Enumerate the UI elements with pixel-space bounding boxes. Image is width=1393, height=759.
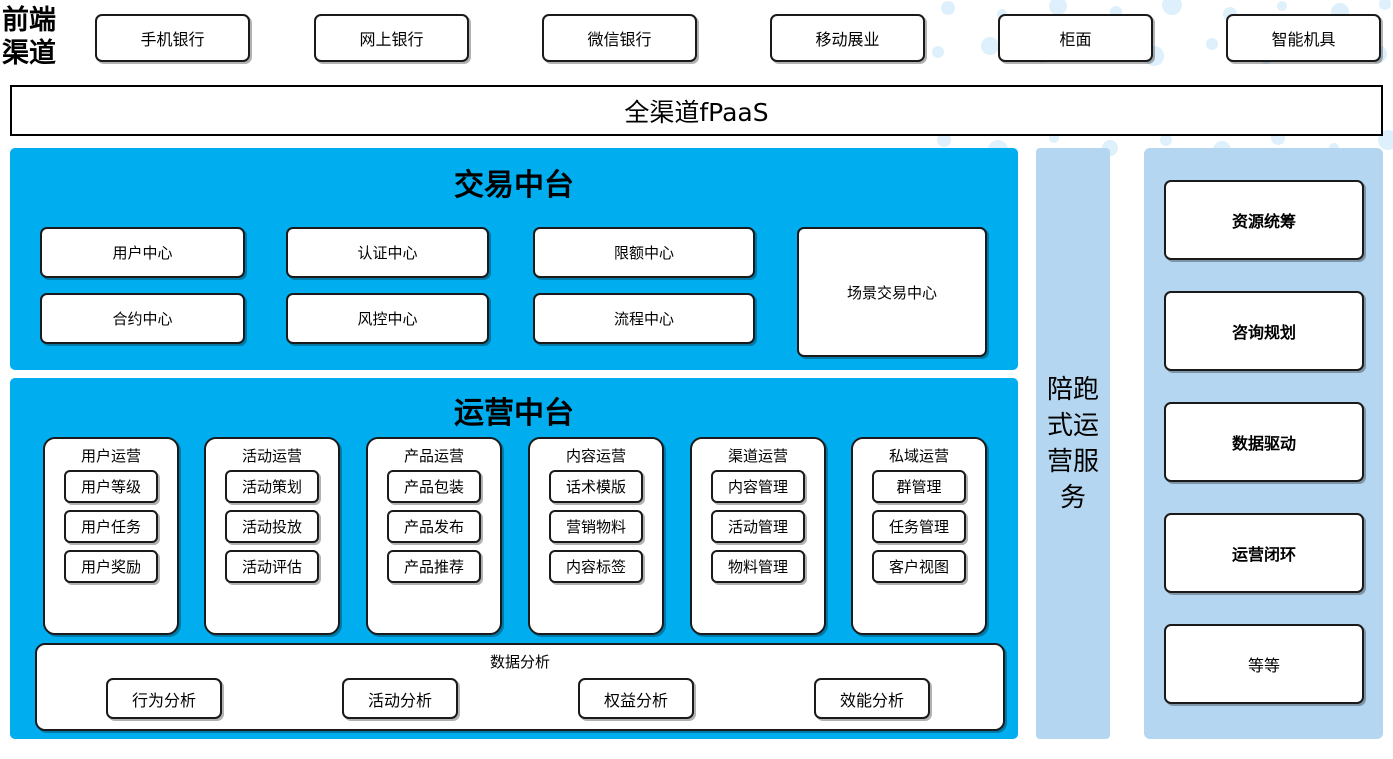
fpaas-label: 全渠道fPaaS bbox=[624, 97, 769, 127]
channel-box-wechat-bank[interactable]: 微信银行 bbox=[542, 14, 697, 62]
op-item[interactable]: 产品推荐 bbox=[387, 550, 481, 583]
service-capability-panel: 资源统筹 咨询规划 数据驱动 运营闭环 等等 bbox=[1144, 148, 1383, 739]
trading-box-contract-center[interactable]: 合约中心 bbox=[40, 293, 245, 344]
op-column-campaign-operations[interactable]: 活动运营 活动策划 活动投放 活动评估 bbox=[204, 437, 340, 635]
op-item[interactable]: 营销物料 bbox=[549, 510, 643, 543]
operations-platform-title: 运营中台 bbox=[454, 396, 574, 431]
service-item-operation-closed-loop[interactable]: 运营闭环 bbox=[1164, 513, 1364, 593]
op-item[interactable]: 活动策划 bbox=[225, 470, 319, 503]
trading-box-user-center[interactable]: 用户中心 bbox=[40, 227, 245, 278]
service-item-resource-coordination[interactable]: 资源统筹 bbox=[1164, 180, 1364, 260]
op-column-title: 产品运营 bbox=[403, 447, 464, 465]
channel-box-online-bank[interactable]: 网上银行 bbox=[314, 14, 469, 62]
op-column-title: 私域运营 bbox=[888, 447, 949, 465]
data-analysis-item-behavior[interactable]: 行为分析 bbox=[106, 678, 222, 719]
op-item[interactable]: 活动评估 bbox=[225, 550, 319, 583]
op-column-private-domain-operations[interactable]: 私域运营 群管理 任务管理 客户视图 bbox=[851, 437, 987, 635]
op-item[interactable]: 产品包装 bbox=[387, 470, 481, 503]
op-item[interactable]: 活动投放 bbox=[225, 510, 319, 543]
op-item[interactable]: 客户视图 bbox=[872, 550, 966, 583]
op-item[interactable]: 物料管理 bbox=[711, 550, 805, 583]
front-end-channel-row: 前端渠道 手机银行 网上银行 微信银行 移动展业 柜面 智能机具 bbox=[0, 0, 1393, 78]
op-item[interactable]: 用户任务 bbox=[64, 510, 158, 543]
op-item[interactable]: 任务管理 bbox=[872, 510, 966, 543]
data-analysis-item-benefit[interactable]: 权益分析 bbox=[578, 678, 694, 719]
op-column-channel-operations[interactable]: 渠道运营 内容管理 活动管理 物料管理 bbox=[690, 437, 826, 635]
op-item[interactable]: 活动管理 bbox=[711, 510, 805, 543]
op-item[interactable]: 话术模版 bbox=[549, 470, 643, 503]
trading-platform-title: 交易中台 bbox=[454, 168, 574, 203]
op-item[interactable]: 用户奖励 bbox=[64, 550, 158, 583]
op-column-content-operations[interactable]: 内容运营 话术模版 营销物料 内容标签 bbox=[528, 437, 664, 635]
service-item-consulting-planning[interactable]: 咨询规划 bbox=[1164, 291, 1364, 371]
op-column-user-operations[interactable]: 用户运营 用户等级 用户任务 用户奖励 bbox=[43, 437, 179, 635]
op-column-title: 用户运营 bbox=[80, 447, 141, 465]
channel-box-smart-machine[interactable]: 智能机具 bbox=[1226, 14, 1381, 62]
op-item[interactable]: 产品发布 bbox=[387, 510, 481, 543]
trading-box-risk-center[interactable]: 风控中心 bbox=[286, 293, 489, 344]
trading-box-limit-center[interactable]: 限额中心 bbox=[533, 227, 755, 278]
service-strip-label: 陪跑式运营服务 bbox=[1046, 374, 1099, 513]
data-analysis-item-campaign[interactable]: 活动分析 bbox=[342, 678, 458, 719]
op-item[interactable]: 用户等级 bbox=[64, 470, 158, 503]
front-end-channel-label: 前端渠道 bbox=[2, 5, 56, 69]
trading-box-process-center[interactable]: 流程中心 bbox=[533, 293, 755, 344]
trading-box-auth-center[interactable]: 认证中心 bbox=[286, 227, 489, 278]
op-item[interactable]: 群管理 bbox=[872, 470, 966, 503]
omni-channel-fpaas-bar: 全渠道fPaaS bbox=[10, 85, 1383, 136]
channel-box-mobile-business[interactable]: 移动展业 bbox=[770, 14, 925, 62]
service-item-data-driven[interactable]: 数据驱动 bbox=[1164, 402, 1364, 482]
op-item[interactable]: 内容管理 bbox=[711, 470, 805, 503]
channel-box-mobile-bank[interactable]: 手机银行 bbox=[95, 14, 250, 62]
data-analysis-section: 数据分析 行为分析 活动分析 权益分析 效能分析 bbox=[35, 643, 1005, 731]
op-column-title: 内容运营 bbox=[565, 447, 626, 465]
op-column-title: 活动运营 bbox=[241, 447, 302, 465]
op-column-product-operations[interactable]: 产品运营 产品包装 产品发布 产品推荐 bbox=[366, 437, 502, 635]
op-item[interactable]: 内容标签 bbox=[549, 550, 643, 583]
service-item-etc[interactable]: 等等 bbox=[1164, 624, 1364, 704]
data-analysis-title: 数据分析 bbox=[489, 653, 550, 671]
accompanying-operation-service-strip: 陪跑式运营服务 bbox=[1036, 148, 1110, 739]
data-analysis-item-efficiency[interactable]: 效能分析 bbox=[814, 678, 930, 719]
op-column-title: 渠道运营 bbox=[727, 447, 788, 465]
channel-box-counter[interactable]: 柜面 bbox=[998, 14, 1153, 62]
trading-box-scene-transaction-center[interactable]: 场景交易中心 bbox=[797, 227, 987, 357]
